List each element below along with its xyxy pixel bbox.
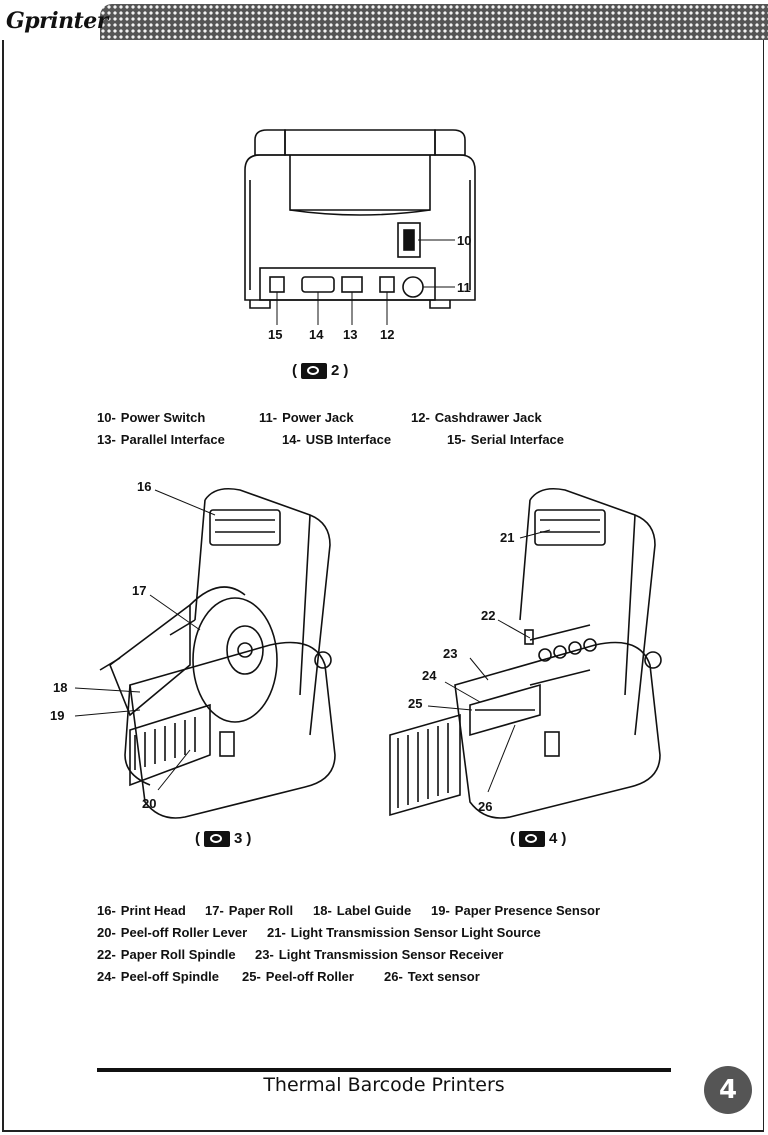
- figure-2-legend: 10-Power Switch 11-Power Jack 12-Cashdra…: [97, 406, 564, 450]
- figure-3-caption: ( 3 ): [195, 830, 251, 847]
- footer-rule: [97, 1068, 671, 1072]
- figure-symbol-icon: [519, 830, 545, 847]
- figure-3-open-with-roll: 16 17 18 19 20: [50, 479, 336, 819]
- figure-2-caption: ( 2 ): [292, 362, 348, 379]
- page-frame: [2, 40, 764, 1132]
- legend-row: 10-Power Switch 11-Power Jack 12-Cashdra…: [97, 409, 542, 425]
- caption-number: 3: [234, 830, 243, 847]
- caption-open-paren: (: [195, 830, 200, 847]
- callout-12: 12: [380, 327, 394, 342]
- callout-21: 21: [500, 530, 514, 545]
- legend-label: Paper Roll: [228, 902, 294, 918]
- legend-label: Light Transmission Sensor Receiver: [278, 946, 504, 962]
- callout-17: 17: [132, 583, 146, 598]
- callout-25: 25: [408, 696, 422, 711]
- legend-label: Power Switch: [120, 409, 206, 425]
- legend-label: Power Jack: [282, 409, 354, 425]
- callout-10: 10: [457, 233, 471, 248]
- figure-4-caption: ( 4 ): [510, 830, 566, 847]
- caption-open-paren: (: [292, 362, 297, 379]
- legend-label: Label Guide: [336, 902, 412, 918]
- legend-row: 20-Peel-off Roller Lever 21-Light Transm…: [97, 924, 541, 940]
- callout-20: 20: [142, 796, 156, 811]
- callout-26: 26: [478, 799, 492, 814]
- callout-11: 11: [457, 280, 471, 295]
- legend-label: USB Interface: [305, 431, 392, 447]
- callout-22: 22: [481, 608, 495, 623]
- legend-label: Peel-off Spindle: [120, 968, 220, 984]
- callout-19: 19: [50, 708, 64, 723]
- callout-15: 15: [268, 327, 282, 342]
- figure-symbol-icon: [204, 830, 230, 847]
- legend-label: Cashdrawer Jack: [434, 409, 542, 425]
- callout-18: 18: [53, 680, 67, 695]
- legend-label: Print Head: [120, 902, 186, 918]
- legend-label: Serial Interface: [470, 431, 565, 447]
- legend-label: Parallel Interface: [120, 431, 225, 447]
- callout-13: 13: [343, 327, 357, 342]
- figure-symbol-icon: [301, 362, 327, 379]
- legend-label: Light Transmission Sensor Light Source: [290, 924, 541, 940]
- legend-row: 22-Paper Roll Spindle 23-Light Transmiss…: [97, 946, 504, 962]
- brand-logo: Gprinter: [6, 8, 108, 34]
- footer-title: Thermal Barcode Printers: [263, 1074, 505, 1096]
- callout-16: 16: [137, 479, 151, 494]
- legend-label: Peel-off Roller Lever: [120, 924, 248, 940]
- legend-label: Peel-off Roller: [265, 968, 354, 984]
- caption-close-paren: ): [343, 362, 349, 379]
- callout-23: 23: [443, 646, 457, 661]
- legend-row: 16-Print Head 17-Paper Roll 18-Label Gui…: [97, 902, 601, 918]
- caption-close-paren: ): [246, 830, 252, 847]
- legend-label: Paper Roll Spindle: [120, 946, 236, 962]
- parts-legend: 16-Print Head 17-Paper Roll 18-Label Gui…: [97, 899, 600, 987]
- figure-2-rear-view: 10 11 15 14 13 12: [244, 129, 476, 342]
- legend-label: Text sensor: [407, 968, 480, 984]
- caption-number: 4: [549, 830, 558, 847]
- legend-label: Paper Presence Sensor: [454, 902, 601, 918]
- callout-14: 14: [309, 327, 324, 342]
- header-dot-band: [100, 4, 768, 40]
- figure-4-open-empty: 21 22 23 24 25 26: [389, 487, 662, 819]
- legend-row: 24-Peel-off Spindle 25-Peel-off Roller 2…: [97, 968, 480, 984]
- caption-number: 2: [331, 362, 340, 379]
- caption-close-paren: ): [561, 830, 567, 847]
- page-number-badge: 4: [704, 1066, 752, 1114]
- legend-row: 13-Parallel Interface 14-USB Interface 1…: [97, 431, 565, 447]
- caption-open-paren: (: [510, 830, 515, 847]
- callout-24: 24: [422, 668, 437, 683]
